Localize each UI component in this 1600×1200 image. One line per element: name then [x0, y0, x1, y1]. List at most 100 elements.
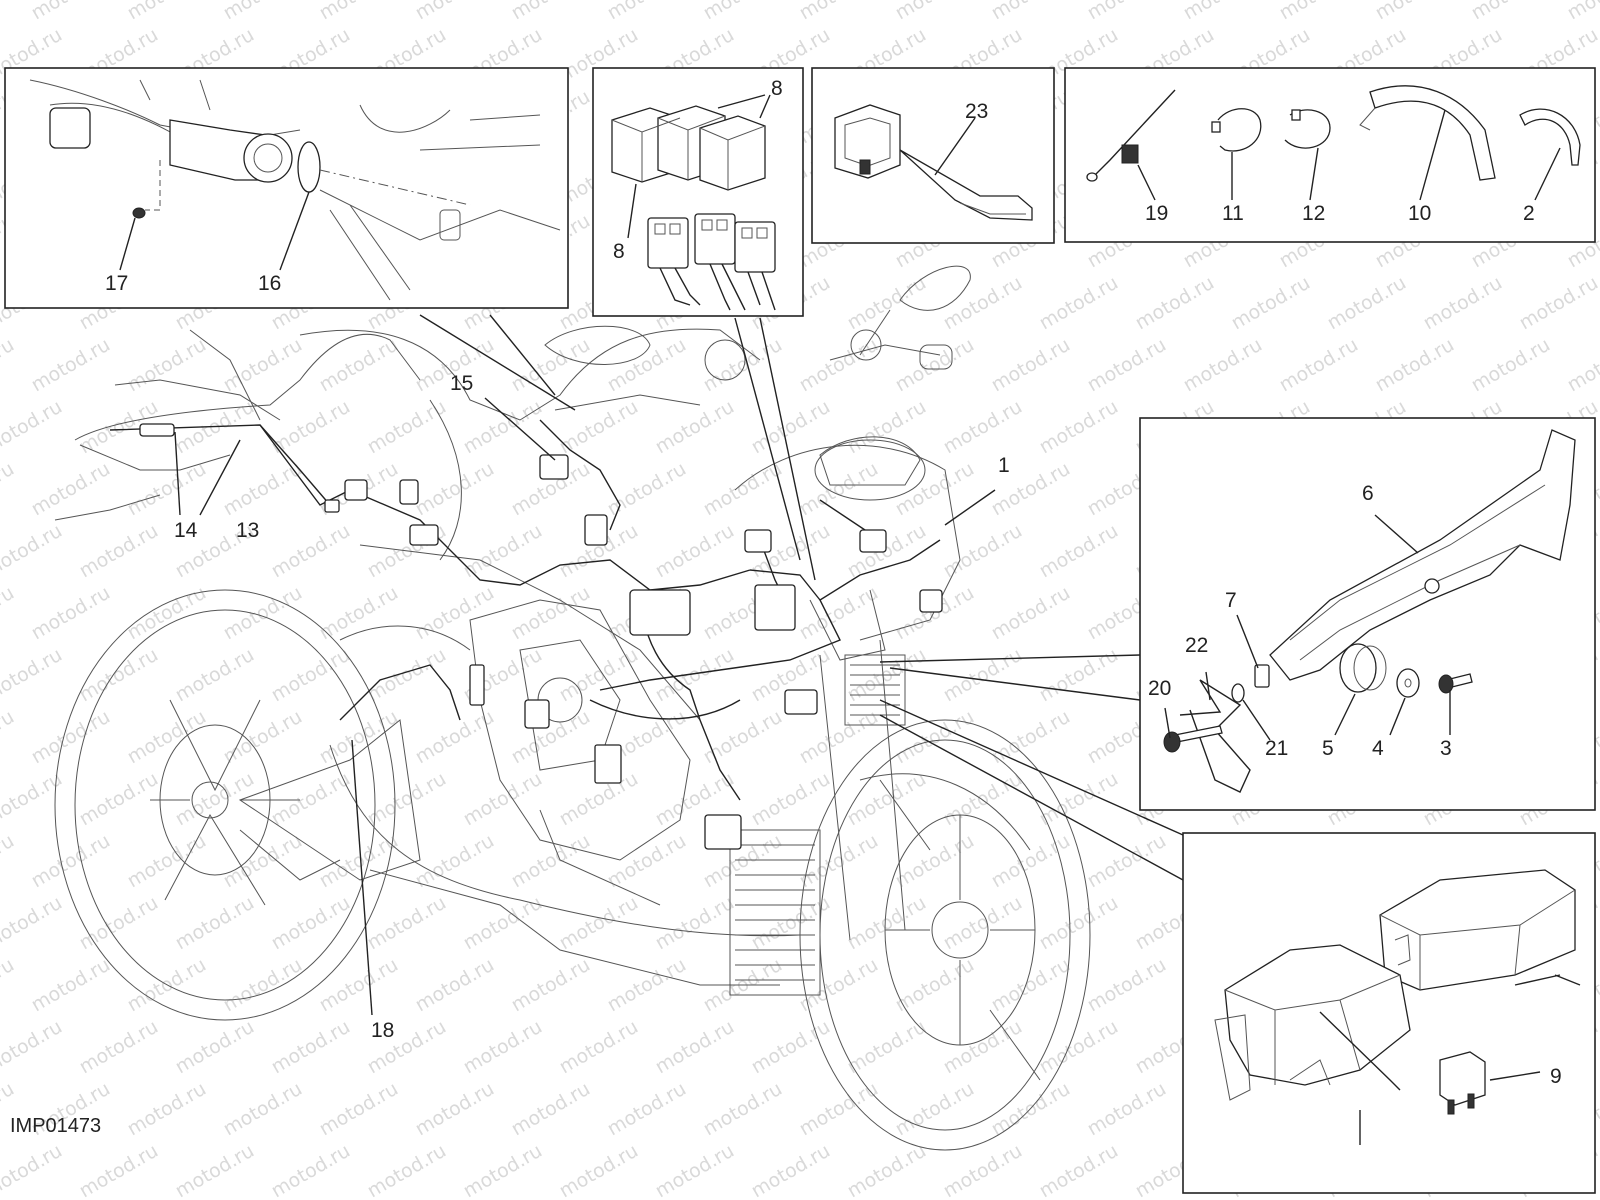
watermark-text: motod.ru: [460, 396, 546, 459]
watermark-text: motod.ru: [604, 1078, 690, 1141]
callout-11: 11: [1222, 202, 1244, 225]
watermark-text: motod.ru: [940, 272, 1026, 335]
watermark-text: motod.ru: [1420, 272, 1506, 335]
watermark-text: motod.ru: [460, 1140, 546, 1200]
panel-diagnostic-socket: 23: [811, 67, 1055, 244]
watermark-text: motod.ru: [0, 0, 18, 24]
watermark-text: motod.ru: [940, 644, 1026, 707]
watermark-text: motod.ru: [844, 272, 930, 335]
watermark-text: motod.ru: [1084, 954, 1170, 1017]
watermark-text: motod.ru: [412, 830, 498, 893]
watermark-text: motod.ru: [124, 0, 210, 24]
watermark-text: motod.ru: [700, 706, 786, 769]
watermark-text: motod.ru: [652, 644, 738, 707]
watermark-text: motod.ru: [76, 768, 162, 831]
watermark-text: motod.ru: [844, 1016, 930, 1079]
watermark-text: motod.ru: [940, 520, 1026, 583]
watermark-text: motod.ru: [124, 706, 210, 769]
watermark-text: motod.ru: [0, 892, 66, 955]
watermark-text: motod.ru: [76, 1016, 162, 1079]
watermark-text: motod.ru: [76, 1140, 162, 1200]
watermark-text: motod.ru: [268, 1140, 354, 1200]
watermark-text: motod.ru: [364, 396, 450, 459]
watermark-text: motod.ru: [604, 334, 690, 397]
panel-connector-lines: [419, 314, 1184, 881]
watermark-text: motod.ru: [220, 1078, 306, 1141]
watermark-text: motod.ru: [1468, 334, 1554, 397]
watermark-text: motod.ru: [652, 892, 738, 955]
watermark-text: motod.ru: [28, 582, 114, 645]
watermark-text: motod.ru: [0, 954, 18, 1017]
watermark-text: motod.ru: [172, 1140, 258, 1200]
watermark-text: motod.ru: [220, 0, 306, 24]
callout-18: 18: [371, 1019, 394, 1042]
watermark-text: motod.ru: [1036, 892, 1122, 955]
watermark-text: motod.ru: [412, 582, 498, 645]
watermark-text: motod.ru: [892, 1078, 978, 1141]
watermark-text: motod.ru: [796, 458, 882, 521]
watermark-text: motod.ru: [364, 1140, 450, 1200]
watermark-text: motod.ru: [604, 954, 690, 1017]
watermark-text: motod.ru: [316, 954, 402, 1017]
watermark-text: motod.ru: [0, 458, 18, 521]
watermark-text: motod.ru: [0, 334, 18, 397]
watermark-text: motod.ru: [1036, 520, 1122, 583]
watermark-text: motod.ru: [508, 334, 594, 397]
callout-14: 14: [174, 519, 198, 542]
callout-7: 7: [1225, 589, 1237, 612]
watermark-text: motod.ru: [844, 396, 930, 459]
watermark-text: motod.ru: [268, 520, 354, 583]
watermark-text: motod.ru: [700, 0, 786, 24]
watermark-text: motod.ru: [796, 0, 882, 24]
watermark-text: motod.ru: [988, 706, 1074, 769]
watermark-text: motod.ru: [1036, 272, 1122, 335]
watermark-text: motod.ru: [1036, 396, 1122, 459]
watermark-text: motod.ru: [1564, 0, 1600, 24]
watermark-text: motod.ru: [364, 768, 450, 831]
watermark-text: motod.ru: [1132, 272, 1218, 335]
watermark-text: motod.ru: [268, 644, 354, 707]
watermark-text: motod.ru: [0, 1016, 66, 1079]
watermark-text: motod.ru: [28, 0, 114, 24]
watermark-text: motod.ru: [844, 520, 930, 583]
watermark-text: motod.ru: [0, 520, 66, 583]
callout-15: 15: [450, 372, 473, 395]
watermark-text: motod.ru: [28, 458, 114, 521]
watermark-text: motod.ru: [1228, 272, 1314, 335]
watermark-text: motod.ru: [172, 768, 258, 831]
watermark-text: motod.ru: [604, 830, 690, 893]
watermark-text: motod.ru: [940, 1016, 1026, 1079]
watermark-text: motod.ru: [748, 1140, 834, 1200]
watermark-text: motod.ru: [220, 582, 306, 645]
callout-8-left: 8: [613, 240, 625, 263]
watermark-text: motod.ru: [604, 458, 690, 521]
watermark-text: motod.ru: [700, 1078, 786, 1141]
watermark-text: motod.ru: [1564, 334, 1600, 397]
watermark-text: motod.ru: [940, 1140, 1026, 1200]
watermark-text: motod.ru: [460, 892, 546, 955]
main-view-callouts: 1 13 14 15 18: [174, 372, 1010, 1042]
watermark-text: motod.ru: [76, 892, 162, 955]
watermark-text: motod.ru: [508, 1078, 594, 1141]
watermark-text: motod.ru: [652, 520, 738, 583]
watermark-text: motod.ru: [700, 458, 786, 521]
watermark-text: motod.ru: [796, 1078, 882, 1141]
callout-21: 21: [1265, 737, 1288, 760]
watermark-text: motod.ru: [172, 644, 258, 707]
watermark-text: motod.ru: [796, 334, 882, 397]
watermark-text: motod.ru: [940, 892, 1026, 955]
panel-relays: 8 8: [592, 67, 804, 317]
watermark-text: motod.ru: [316, 706, 402, 769]
watermark-text: motod.ru: [1276, 334, 1362, 397]
panel-connector-detail: 17 16: [4, 67, 569, 309]
watermark-text: motod.ru: [172, 892, 258, 955]
watermark-text: motod.ru: [28, 334, 114, 397]
watermark-text: motod.ru: [1036, 1140, 1122, 1200]
callout-17: 17: [105, 272, 128, 295]
watermark-text: motod.ru: [1084, 1078, 1170, 1141]
watermark-text: motod.ru: [76, 644, 162, 707]
watermark-text: motod.ru: [172, 1016, 258, 1079]
watermark-text: motod.ru: [124, 458, 210, 521]
watermark-text: motod.ru: [844, 768, 930, 831]
watermark-text: motod.ru: [1324, 272, 1410, 335]
